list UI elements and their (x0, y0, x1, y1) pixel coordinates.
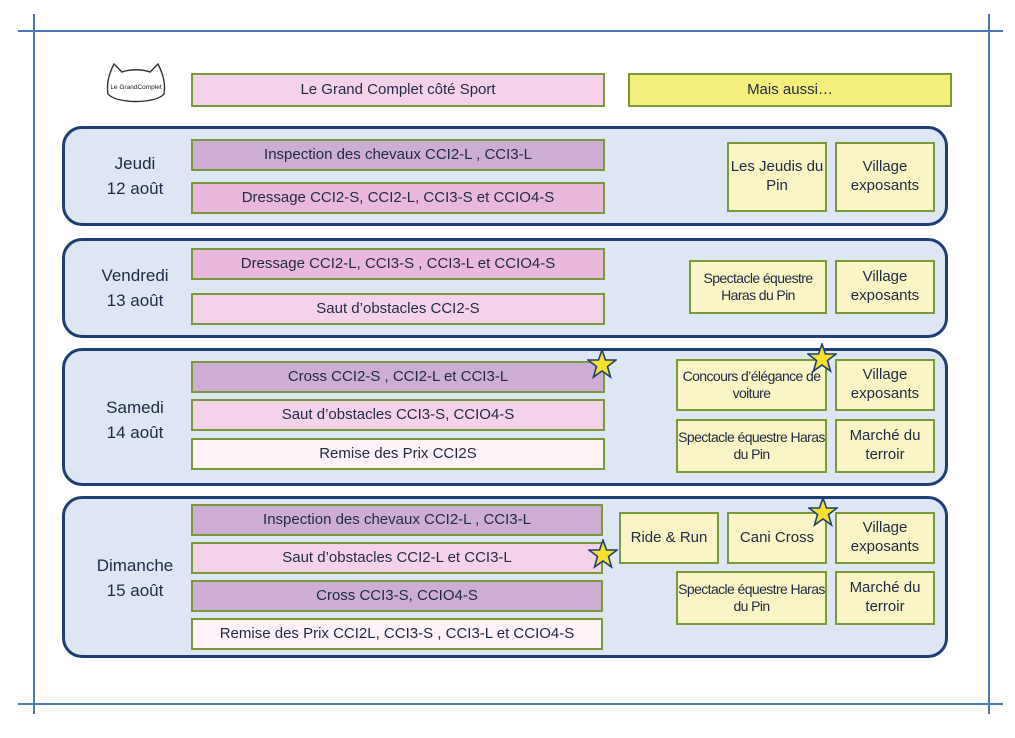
sport-item: Dressage CCI2-L, CCI3-S , CCI3-L et CCIO… (191, 248, 605, 280)
day-label-samedi: Samedi 14 août (70, 396, 200, 445)
extra-item: Cani Cross (727, 512, 827, 564)
day-date: 12 août (106, 178, 164, 198)
extra-item: Village exposants (835, 512, 935, 564)
day-name: Jeudi (114, 154, 156, 173)
day-name: Dimanche (96, 556, 174, 575)
sport-item: Dressage CCI2-S, CCI2-L, CCI3-S et CCIO4… (191, 182, 605, 214)
sport-item: Cross CCI2-S , CCI2-L et CCI3-L (191, 361, 605, 393)
day-date: 13 août (106, 290, 164, 310)
day-label-dimanche: Dimanche 15 août (70, 554, 200, 603)
header-also: Mais aussi… (628, 73, 952, 107)
logo-text: Le GrandComplet (110, 84, 161, 91)
sport-item: Remise des Prix CCI2L, CCI3-S , CCI3-L e… (191, 618, 603, 650)
extra-item: Spectacle équestre Haras du Pin (676, 419, 827, 473)
frame-right-line (988, 14, 990, 714)
sport-item: Cross CCI3-S, CCIO4-S (191, 580, 603, 612)
fox-logo-icon: Le GrandComplet (100, 58, 172, 110)
extra-item: Spectacle équestre Haras du Pin (676, 571, 827, 625)
day-name: Samedi (106, 398, 164, 417)
extra-item: Les Jeudis du Pin (727, 142, 827, 212)
star-icon (808, 497, 838, 527)
sport-item: Saut d’obstacles CCI2-L et CCI3-L (191, 542, 603, 574)
frame-left-line (33, 14, 35, 714)
frame-bottom-line (18, 703, 1003, 705)
extra-item: Concours d’élégance de voiture (676, 359, 827, 411)
extra-item: Village exposants (835, 359, 935, 411)
extra-item: Ride & Run (619, 512, 719, 564)
day-label-jeudi: Jeudi 12 août (70, 152, 200, 201)
frame-top-line (18, 30, 1003, 32)
star-icon (587, 349, 617, 379)
day-date: 14 août (106, 422, 164, 442)
sport-item: Inspection des chevaux CCI2-L , CCI3-L (191, 139, 605, 171)
extra-item: Spectacle équestre Haras du Pin (689, 260, 827, 314)
sport-item: Remise des Prix CCI2S (191, 438, 605, 470)
extra-item: Marché du terroir (835, 571, 935, 625)
extra-item: Village exposants (835, 260, 935, 314)
sport-item: Saut d’obstacles CCI2-S (191, 293, 605, 325)
star-icon (588, 539, 618, 569)
day-label-vendredi: Vendredi 13 août (70, 264, 200, 313)
extra-item: Village exposants (835, 142, 935, 212)
star-icon (807, 343, 837, 373)
sport-item: Saut d’obstacles CCI3-S, CCIO4-S (191, 399, 605, 431)
header-sport: Le Grand Complet côté Sport (191, 73, 605, 107)
day-name: Vendredi (101, 266, 169, 285)
day-date: 15 août (106, 580, 164, 600)
extra-item: Marché du terroir (835, 419, 935, 473)
sport-item: Inspection des chevaux CCI2-L , CCI3-L (191, 504, 603, 536)
